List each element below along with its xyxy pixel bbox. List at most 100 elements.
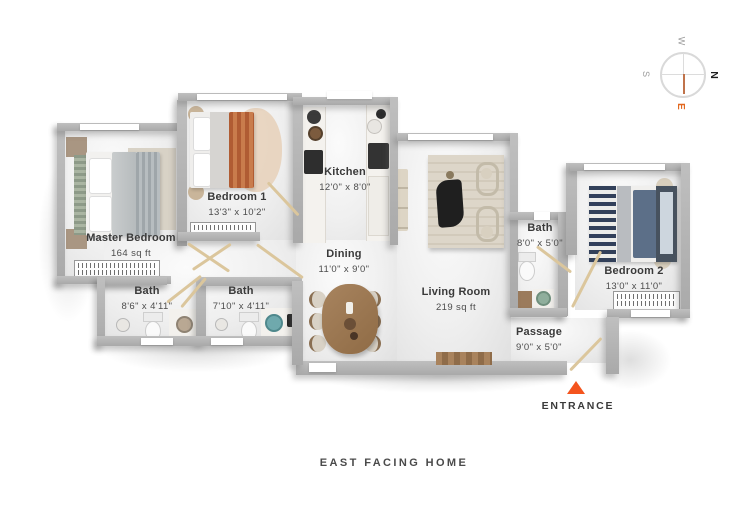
tv-knob <box>446 171 454 179</box>
sink <box>367 119 382 134</box>
dining-chair <box>309 291 326 308</box>
room-name: Master Bedroom <box>86 232 176 244</box>
window <box>141 338 173 345</box>
table-plate <box>350 332 358 340</box>
wall <box>293 100 303 243</box>
wash-basin <box>176 316 193 333</box>
room-dims: 9'0" x 5'0" <box>516 342 562 353</box>
nightstand <box>188 184 204 200</box>
room-dims: 164 sq ft <box>110 248 152 259</box>
console-panel <box>476 162 499 196</box>
window <box>309 363 336 372</box>
bedroom-1-sheet <box>210 112 230 188</box>
room-dims: 13'3" x 10'2" <box>208 207 266 218</box>
compass-east-needle <box>682 74 685 94</box>
room-dims: 11'0" x 9'0" <box>318 264 370 275</box>
wall <box>178 232 260 241</box>
room-dims: 8'6" x 4'11" <box>121 301 173 312</box>
stove-burner <box>307 110 321 124</box>
room-dims: 13'0" x 11'0" <box>605 281 663 292</box>
kettle <box>376 109 386 119</box>
room-label-passage: Passage 9'0" x 5'0" <box>516 326 562 353</box>
passage-floor <box>511 318 609 363</box>
room-name: Living Room <box>421 286 491 298</box>
room-dims: 8'0" x 5'0" <box>517 238 563 249</box>
room-name: Bath <box>134 285 160 297</box>
shower-icon <box>215 318 228 331</box>
window <box>327 91 372 99</box>
bath-accessory <box>287 314 294 327</box>
wall <box>196 278 206 344</box>
bedroom-2-ikat-duvet <box>589 186 616 262</box>
wash-basin <box>265 314 283 332</box>
room-label-dining: Dining 11'0" x 9'0" <box>319 248 370 275</box>
room-label-bath-1: Bath 8'6" x 4'11" <box>122 285 173 312</box>
dining-chair <box>309 335 326 352</box>
pillow <box>89 196 112 232</box>
shower-icon <box>116 318 130 332</box>
bedroom-1-blanket <box>229 112 254 188</box>
cabinet <box>368 176 389 236</box>
room-name: Bedroom 2 <box>604 265 664 277</box>
room-dims: 219 sq ft <box>435 302 477 313</box>
window <box>211 338 243 345</box>
room-label-living-room: Living Room 219 sq ft <box>422 286 491 313</box>
window <box>197 94 287 100</box>
room-label-bath-2: Bath 7'10" x 4'11" <box>213 285 270 312</box>
wall <box>606 317 619 374</box>
table-bowl <box>344 318 356 330</box>
wall <box>97 277 167 285</box>
dining-chair <box>309 313 326 330</box>
master-bed-duvet <box>112 152 137 236</box>
fridge <box>368 143 389 169</box>
bedroom-2-blanket <box>633 190 657 258</box>
wall <box>177 100 187 246</box>
wall <box>293 97 398 105</box>
bedroom-2-headboard-inner <box>660 192 673 254</box>
wall <box>201 277 302 286</box>
pillow <box>193 117 211 151</box>
wall <box>97 336 303 346</box>
master-bed-headboard <box>74 155 87 235</box>
doormat <box>436 352 492 365</box>
wall <box>292 281 303 365</box>
wall <box>510 308 567 317</box>
bath-mat <box>518 291 532 308</box>
wall <box>296 361 567 375</box>
page-title: EAST FACING HOME <box>319 457 469 469</box>
toilet-bowl <box>519 261 535 281</box>
window <box>408 134 493 140</box>
entrance-label: ENTRANCE <box>541 400 615 412</box>
window <box>631 310 670 317</box>
compass-north: N <box>707 71 720 79</box>
compass-south: S <box>641 70 652 78</box>
room-label-bedroom-2: Bedroom 2 13'0" x 11'0" <box>604 265 663 292</box>
table-candle <box>346 302 353 314</box>
master-bed-blanket <box>136 152 160 236</box>
room-label-bath-3: Bath 8'0" x 5'0" <box>517 222 563 249</box>
room-label-bedroom-1: Bedroom 1 13'3" x 10'2" <box>207 191 266 218</box>
pillow <box>193 153 211 187</box>
oven <box>304 150 323 174</box>
window <box>80 124 139 130</box>
wall <box>57 123 65 284</box>
room-dims: 7'10" x 4'11" <box>212 301 270 312</box>
nightstand <box>66 137 87 157</box>
wall <box>390 97 398 245</box>
room-dims: 12'0" x 8'0" <box>319 182 371 193</box>
tv-screen <box>435 179 465 228</box>
room-name: Dining <box>326 248 362 260</box>
wash-basin <box>536 291 551 306</box>
room-label-master-bedroom: Master Bedroom 164 sq ft <box>86 232 176 259</box>
speaker <box>481 226 493 238</box>
room-name: Bath <box>527 222 553 234</box>
bedroom-2-runner <box>617 186 631 262</box>
room-label-kitchen: Kitchen 12'0" x 8'0" <box>319 166 371 193</box>
speaker <box>481 168 492 179</box>
pillow <box>89 158 112 194</box>
compass-east: E <box>674 103 686 110</box>
door-opening <box>534 212 550 220</box>
console-panel <box>476 206 499 242</box>
room-name: Bath <box>228 285 254 297</box>
